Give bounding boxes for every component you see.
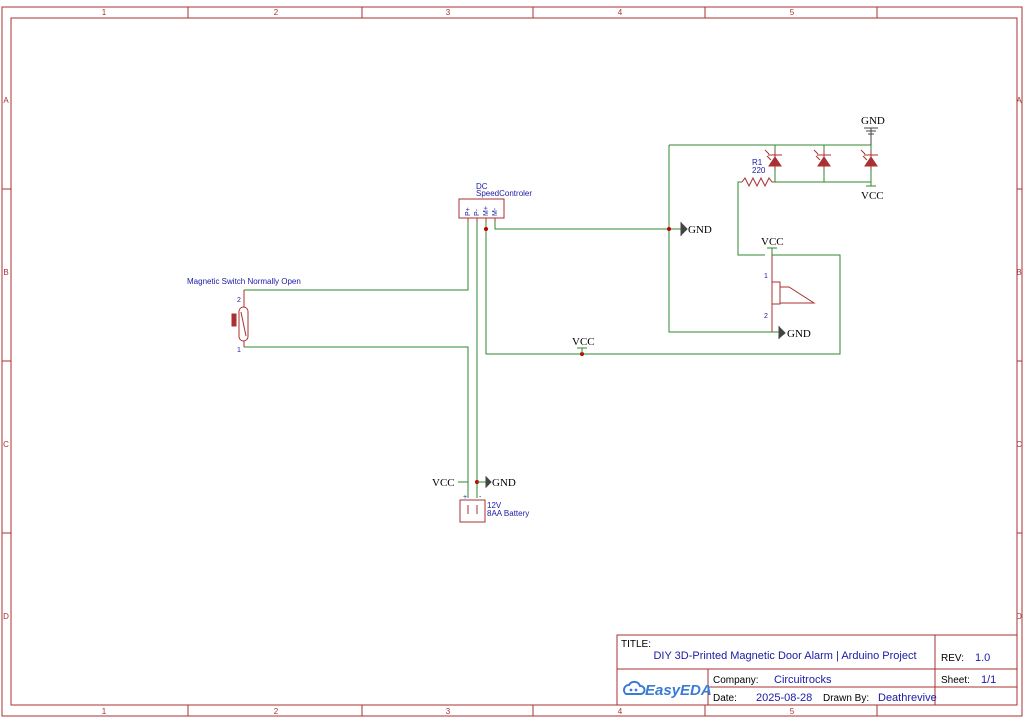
row-label-d-left: D [3, 612, 9, 621]
drawn-by-value: Deathrevive [878, 692, 937, 704]
battery: + - [459, 494, 486, 523]
easyeda-logo: EasyEDA [645, 682, 712, 699]
date-label: Date: [713, 693, 737, 704]
row-label-c-right: C [1016, 440, 1022, 449]
battery-label-line2: 8AA Battery [487, 509, 529, 518]
controller-pin-p-minus: P- [474, 208, 481, 216]
net-gnd-controller: GND [688, 224, 712, 236]
wires [244, 144, 872, 498]
cloud-icon [623, 680, 646, 695]
buzzer-pin-2: 2 [764, 313, 768, 320]
resistor-r1 [741, 176, 775, 188]
net-vcc-battery: VCC [432, 477, 455, 489]
buzzer-pin-1: 1 [764, 273, 768, 280]
controller-label-line2: SpeedControler [476, 189, 532, 198]
buzzer: 1 2 [764, 255, 816, 332]
column-ticks [187, 7, 878, 716]
title-value: DIY 3D-Printed Magnetic Door Alarm | Ard… [653, 650, 916, 662]
net-vcc-buzzer: VCC [761, 236, 784, 248]
led-3 [860, 149, 878, 170]
sheet-value: 1/1 [981, 674, 996, 686]
title-label: TITLE: [621, 639, 651, 650]
controller-pin-m-minus: M- [492, 207, 499, 216]
junction-gnd-controller [667, 227, 671, 231]
gnd-symbol-buzzer [778, 325, 786, 340]
controller-pin-p-plus: P+ [465, 207, 472, 216]
row-label-a-left: A [3, 96, 9, 105]
row-label-b-left: B [3, 268, 8, 277]
led-1 [764, 149, 782, 170]
gnd-symbol-top [864, 127, 878, 145]
switch-pin-2: 2 [237, 297, 241, 304]
controller-label-line1: DC [476, 182, 488, 191]
col-label-4-top: 4 [618, 8, 623, 17]
switch-label: Magnetic Switch Normally Open [187, 277, 301, 286]
col-label-1-bottom: 1 [102, 707, 107, 716]
row-label-c-left: C [3, 440, 9, 449]
col-label-2-top: 2 [274, 8, 279, 17]
battery-label-line1: 12V [487, 501, 502, 510]
row-label-a-right: A [1016, 96, 1022, 105]
col-label-5-top: 5 [790, 8, 795, 17]
gnd-symbol-battery [485, 475, 492, 489]
col-label-2-bottom: 2 [274, 707, 279, 716]
led-2 [813, 149, 831, 170]
outer-frame [1, 6, 1023, 717]
row-label-b-right: B [1016, 268, 1021, 277]
company-label: Company: [713, 675, 759, 686]
company-value: Circuitrocks [774, 674, 832, 686]
controller-pin-m-plus: M+ [483, 206, 490, 216]
rev-value: 1.0 [975, 652, 990, 664]
drawn-by-label: Drawn By: [823, 693, 869, 704]
magnetic-switch: 2 1 [231, 290, 249, 354]
rev-label: REV: [941, 653, 964, 664]
col-label-5-bottom: 5 [790, 707, 795, 716]
col-label-3-bottom: 3 [446, 707, 451, 716]
col-label-3-top: 3 [446, 8, 451, 17]
net-gnd-battery: GND [492, 477, 516, 489]
battery-pin-minus: - [479, 494, 482, 501]
col-label-1-top: 1 [102, 8, 107, 17]
resistor-name: R1 [752, 158, 763, 167]
net-gnd-top: GND [861, 115, 885, 127]
speed-controller: P+ P- M+ M- [458, 198, 505, 222]
date-value: 2025-08-28 [756, 692, 812, 704]
row-ticks [2, 188, 1022, 534]
resistor-value: 220 [752, 166, 766, 175]
net-vcc-leds: VCC [861, 190, 884, 202]
col-label-4-bottom: 4 [618, 707, 623, 716]
net-vcc-rail: VCC [572, 336, 595, 348]
switch-pin-1: 1 [237, 347, 241, 354]
sheet-label: Sheet: [941, 675, 970, 686]
junction-controller-m [484, 227, 488, 231]
title-block [616, 634, 1018, 706]
gnd-symbol-controller [680, 221, 688, 237]
row-label-d-right: D [1016, 612, 1022, 621]
net-gnd-buzzer: GND [787, 328, 811, 340]
battery-pin-plus: + [463, 494, 467, 501]
